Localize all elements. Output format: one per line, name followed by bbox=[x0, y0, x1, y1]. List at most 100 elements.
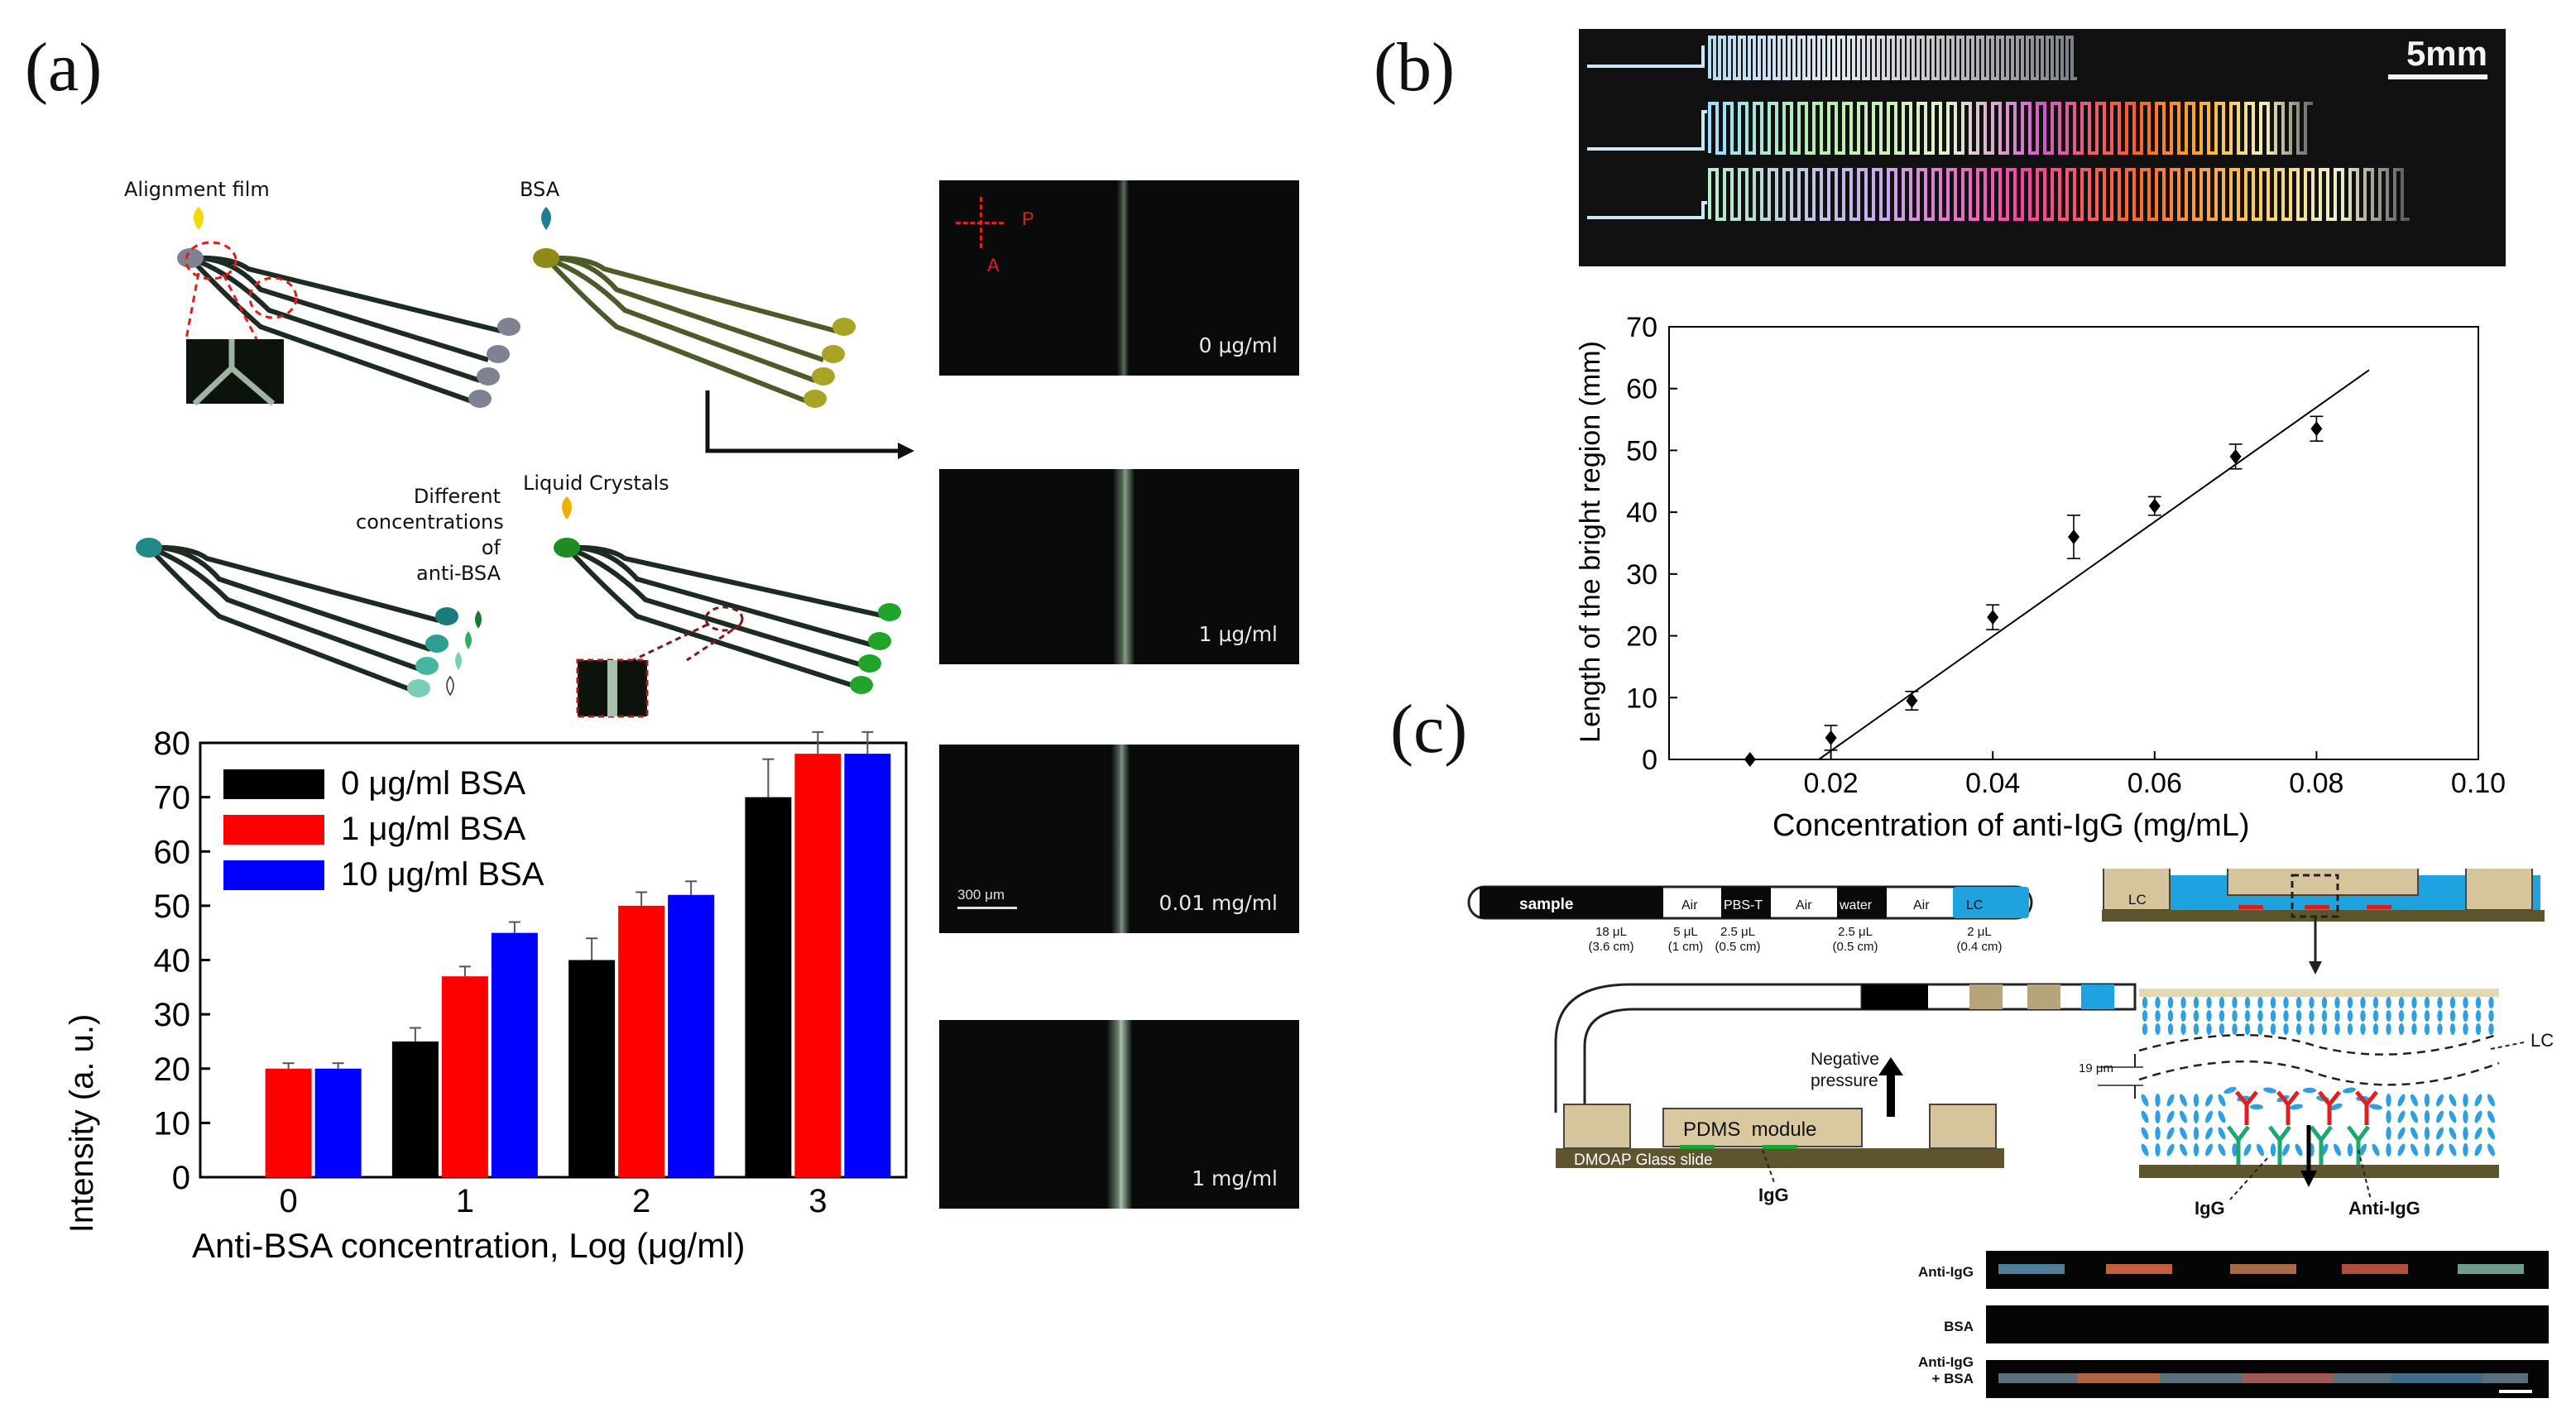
bar-1-0 bbox=[265, 1068, 312, 1177]
lc-molecule bbox=[2180, 997, 2186, 1008]
lc-molecule bbox=[2270, 1010, 2276, 1022]
lc-molecule bbox=[2283, 997, 2289, 1008]
lc-molecule bbox=[2218, 1127, 2226, 1140]
legend-swatch-1 bbox=[223, 815, 324, 845]
x-axis-label: Concentration of anti-IgG (mg/mL) bbox=[1772, 808, 2250, 843]
lc-molecule bbox=[2463, 1023, 2468, 1035]
lc-molecule bbox=[2193, 997, 2199, 1008]
igg-label-right: IgG bbox=[2195, 1198, 2225, 1219]
y-tick-label: 80 bbox=[154, 728, 191, 762]
data-point-0 bbox=[1744, 752, 1756, 767]
lc-molecule bbox=[2155, 997, 2161, 1008]
lc-molecule bbox=[2142, 1010, 2148, 1022]
chip-anti-bsa bbox=[136, 538, 482, 697]
lc-molecule bbox=[2295, 1010, 2302, 1022]
lc-cell-label: LC bbox=[2128, 892, 2147, 908]
lc-molecule bbox=[2141, 1127, 2149, 1140]
lc-molecule bbox=[2386, 1010, 2391, 1022]
y-tick-label: 10 bbox=[1626, 682, 1657, 714]
y-tick-label: 60 bbox=[1626, 374, 1657, 405]
micrograph-caption: 0.01 mg/ml bbox=[1158, 891, 1278, 915]
lc-molecule bbox=[2436, 1094, 2444, 1107]
lc-molecule bbox=[2372, 1010, 2379, 1022]
x-tick-label: 0 bbox=[280, 1183, 298, 1219]
lc-molecule bbox=[2488, 1023, 2494, 1035]
lc-molecule bbox=[2219, 1023, 2225, 1035]
lc-molecule bbox=[2372, 1143, 2380, 1157]
gap-label: 19 μm bbox=[2079, 1061, 2113, 1075]
lc-molecule bbox=[2397, 1143, 2406, 1157]
lc-molecule bbox=[2219, 1010, 2225, 1022]
lc-molecule bbox=[2487, 1110, 2495, 1123]
bar-2-0 bbox=[314, 1068, 362, 1177]
lc-molecule bbox=[2475, 1010, 2482, 1022]
lc-molecule bbox=[2424, 1127, 2430, 1140]
lc-molecule bbox=[2347, 1010, 2353, 1022]
y-tick-label: 50 bbox=[1626, 435, 1657, 467]
lc-molecule bbox=[2463, 1010, 2468, 1022]
lc-molecule bbox=[2193, 1094, 2199, 1107]
lc-molecule bbox=[2424, 1094, 2430, 1107]
lc-molecule bbox=[2232, 1010, 2238, 1022]
bar-0-3 bbox=[745, 797, 792, 1177]
y-tick-label: 30 bbox=[154, 997, 191, 1033]
igg-label-left: IgG bbox=[1758, 1185, 1789, 1205]
tube-volume-2: 2.5 μL(0.5 cm) bbox=[1715, 925, 1761, 954]
lc-molecule bbox=[2180, 1094, 2187, 1107]
lc-molecule bbox=[2206, 997, 2212, 1008]
lc-molecule bbox=[2449, 1023, 2456, 1035]
micrograph-3: 1 mg/ml bbox=[939, 1020, 1299, 1209]
micrograph-caption: 1 μg/ml bbox=[1198, 622, 1278, 646]
y-tick-label: 40 bbox=[1626, 497, 1657, 529]
label-liquid-crystals: Liquid Crystals bbox=[523, 472, 669, 495]
data-point-3 bbox=[1987, 610, 1999, 625]
lc-molecule bbox=[2180, 1127, 2187, 1140]
lc-molecule bbox=[2474, 1094, 2482, 1107]
lc-molecule bbox=[2218, 1110, 2226, 1123]
x-tick-label: 0.04 bbox=[1965, 768, 2020, 799]
result-strips bbox=[1986, 1251, 2549, 1398]
lc-molecule bbox=[2141, 1110, 2149, 1123]
tube-volume-4: 2 μL(0.4 cm) bbox=[1956, 925, 2003, 954]
x-tick-label: 0.06 bbox=[2127, 768, 2182, 799]
lc-molecule bbox=[2372, 1023, 2379, 1035]
lc-molecule bbox=[2437, 1010, 2443, 1022]
data-point-6 bbox=[2229, 448, 2242, 464]
x-axis-label: Anti-BSA concentration, Log (μg/ml) bbox=[192, 1226, 746, 1265]
lc-molecule bbox=[2398, 1023, 2405, 1035]
lc-molecule bbox=[2205, 1094, 2213, 1107]
lc-molecule bbox=[2283, 1010, 2289, 1022]
lc-molecule bbox=[2270, 997, 2276, 1008]
micrograph-2: 300 μm 0.01 mg/ml bbox=[939, 745, 1299, 933]
y-tick-label: 60 bbox=[154, 834, 191, 870]
bar-1-3 bbox=[794, 754, 842, 1177]
strip-label-anti-igg-bsa: Anti-IgG + BSA bbox=[1917, 1354, 1974, 1386]
lc-molecule bbox=[2223, 1086, 2237, 1094]
x-tick-label: 2 bbox=[632, 1183, 650, 1219]
lc-molecule bbox=[2411, 1143, 2418, 1157]
tube-volume-1: 5 μL(1 cm) bbox=[1667, 925, 1704, 954]
lc-molecule bbox=[2205, 1143, 2213, 1157]
lc-molecule bbox=[2166, 1127, 2175, 1140]
lc-molecule bbox=[2359, 1143, 2367, 1157]
y-tick-label: 70 bbox=[1626, 312, 1657, 343]
lc-molecule bbox=[2257, 1010, 2263, 1022]
legend-label-2: 10 μg/ml BSA bbox=[341, 856, 544, 893]
lc-molecule bbox=[2449, 1094, 2457, 1107]
lc-molecule bbox=[2369, 1104, 2382, 1110]
lc-molecule bbox=[2424, 997, 2430, 1008]
lc-molecule bbox=[2321, 997, 2328, 1008]
lc-molecule bbox=[2449, 1110, 2457, 1123]
lc-molecule bbox=[2244, 997, 2251, 1008]
label-alignment-film: Alignment film bbox=[124, 178, 270, 201]
lc-molecule bbox=[2206, 1010, 2212, 1022]
lc-molecule bbox=[2167, 997, 2174, 1008]
legend: 0 μg/ml BSA 1 μg/ml BSA 10 μg/ml BSA bbox=[223, 765, 544, 893]
lc-molecule bbox=[2437, 1023, 2443, 1035]
lc-molecule bbox=[2295, 997, 2302, 1008]
micrograph-0: P A 0 μg/ml bbox=[939, 180, 1299, 376]
lc-molecule bbox=[2449, 1010, 2456, 1022]
lc-molecule bbox=[2303, 1087, 2316, 1094]
lc-molecule bbox=[2449, 1143, 2457, 1157]
